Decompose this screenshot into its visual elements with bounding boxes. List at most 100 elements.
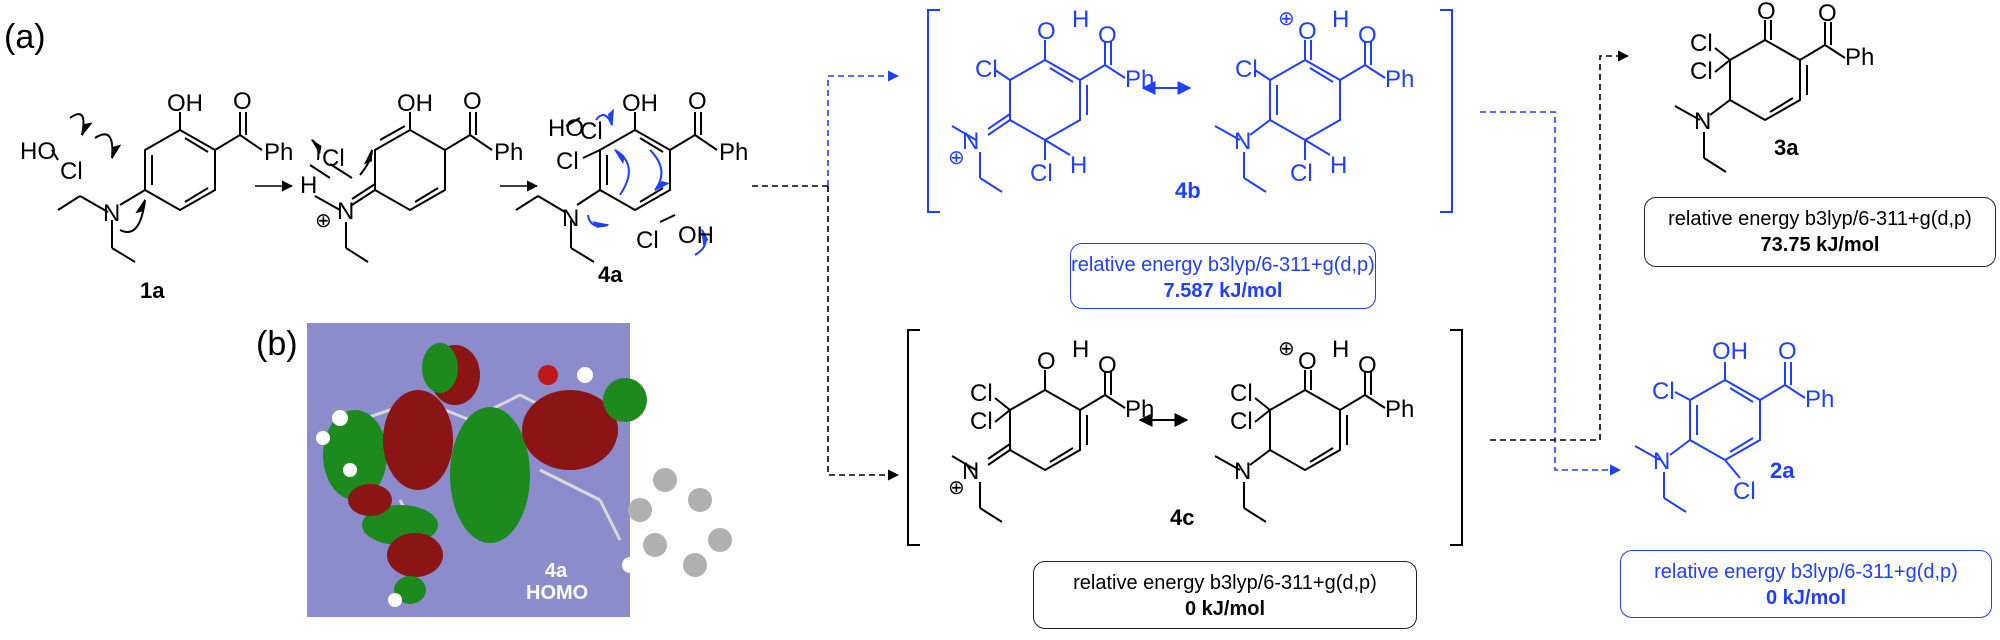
compound-label-3a: 3a	[1774, 135, 1799, 160]
atom-ph-4c-left: Ph	[1125, 396, 1155, 423]
atom-h2-4b-right: H	[1330, 152, 1348, 179]
atom-cl2-4b-right: Cl	[1290, 160, 1313, 187]
atom-cl2-4b-left: Cl	[1030, 160, 1053, 187]
atom-h-int: H	[300, 172, 318, 199]
atom-ph-4b-left: Ph	[1125, 66, 1155, 93]
energy-box-2a: relative energy b3lyp/6-311+g(d,p) 0 kJ/…	[1620, 550, 1992, 618]
atom-ho-4a: HO	[548, 115, 584, 142]
atom-cl-4c-left-1: Cl	[970, 380, 993, 407]
atom-h-4b-right: H	[1332, 6, 1350, 33]
compound-label-2a: 2a	[1770, 458, 1795, 483]
atom-cl-3a-1: Cl	[1690, 30, 1713, 57]
atom-n-1a: N	[103, 200, 121, 227]
compound-label-4c: 4c	[1170, 505, 1195, 530]
structure-4c-left	[951, 370, 1126, 523]
energy-box-3a-line1: relative energy b3lyp/6-311+g(d,p)	[1668, 208, 1972, 230]
atom-ph-4a: Ph	[719, 139, 749, 166]
atom-o-4a: O	[688, 88, 707, 115]
dashed-pathways-from-4a	[752, 70, 900, 481]
energy-box-3a-line2: 73.75 kJ/mol	[1760, 234, 1880, 256]
plus-4c-right: ⊕	[1278, 338, 1295, 360]
atom-cl-4b-right: Cl	[1235, 56, 1258, 83]
atom-o-4c-right: O	[1298, 348, 1317, 375]
atom-o2-4b-right: O	[1358, 22, 1377, 49]
atom-o2-4b-left: O	[1098, 22, 1117, 49]
atom-ho-1a: HO	[20, 138, 56, 165]
atom-o-4c-left: O	[1037, 348, 1056, 375]
atom-h-4c-left: H	[1072, 336, 1090, 363]
electron-pushing-arrows-4a	[587, 108, 709, 256]
atom-oh-int: OH	[397, 90, 433, 117]
energy-box-4b: relative energy b3lyp/6-311+g(d,p) 7.587…	[1070, 243, 1376, 309]
panel-label-b: (b)	[256, 325, 298, 363]
atom-ph-1a: Ph	[264, 139, 294, 166]
atom-oh-1a: OH	[167, 90, 203, 117]
atom-o-3a: O	[1757, 0, 1776, 25]
atom-ph-4c-right: Ph	[1385, 396, 1415, 423]
atom-n-2a: N	[1653, 448, 1671, 475]
plus-4b-left: ⊕	[948, 147, 965, 169]
plus-4b-right: ⊕	[1278, 8, 1295, 30]
orbital-label-line2: HOMO	[526, 582, 589, 604]
energy-box-2a-line2: 0 kJ/mol	[1765, 587, 1847, 609]
atom-cl-4c-right-1: Cl	[1230, 380, 1253, 407]
structure-4c-right	[1214, 370, 1386, 523]
atom-ph-3a: Ph	[1845, 44, 1875, 71]
atom-h2-4b-left: H	[1070, 152, 1088, 179]
atom-oh-4a-bottom: OH	[678, 222, 714, 249]
dashed-4b-to-2a	[1480, 111, 1622, 476]
energy-box-4c-line1: relative energy b3lyp/6-311+g(d,p)	[1073, 572, 1377, 594]
atom-cl-4b-left: Cl	[975, 56, 998, 83]
homo-orbital-image	[307, 323, 748, 617]
dashed-4c-to-3a	[1490, 50, 1630, 441]
energy-box-4c-line2: 0 kJ/mol	[1184, 598, 1266, 620]
atom-cl-4a-bottom: Cl	[636, 227, 659, 254]
atom-o-int: O	[463, 88, 482, 115]
atom-h-4b-left: H	[1072, 6, 1090, 33]
plus-int: ⊕	[315, 210, 332, 232]
atom-o2-4c-right: O	[1358, 352, 1377, 379]
atom-cl-4c-left-2: Cl	[970, 408, 993, 435]
bracket-4b	[927, 9, 1453, 213]
orbital-label-line1: 4a	[544, 560, 568, 582]
atom-h-4c-right: H	[1332, 336, 1350, 363]
atom-o-4b-left: O	[1037, 18, 1056, 45]
structure-4b-left	[951, 40, 1126, 193]
atom-n-4b-right: N	[1234, 128, 1252, 155]
atom-oh-4a: OH	[622, 90, 658, 117]
structure-intermediate	[309, 112, 493, 263]
energy-box-4b-line1: relative energy b3lyp/6-311+g(d,p)	[1071, 254, 1375, 276]
atom-n-3a: N	[1694, 108, 1712, 135]
structure-2a	[1634, 362, 1806, 513]
atom-n-4a: N	[562, 205, 580, 232]
atom-ph-4b-right: Ph	[1385, 66, 1415, 93]
energy-box-4b-line2: 7.587 kJ/mol	[1163, 280, 1283, 302]
plus-4c-left: ⊕	[948, 477, 965, 499]
atom-cl-1a: Cl	[60, 158, 83, 185]
atom-cl-4a-left: Cl	[556, 148, 579, 175]
structure-3a	[1674, 20, 1846, 173]
energy-box-2a-line1: relative energy b3lyp/6-311+g(d,p)	[1654, 561, 1958, 583]
atom-cl-4c-right-2: Cl	[1230, 408, 1253, 435]
structure-4b-right	[1214, 40, 1386, 193]
atom-cl-2a-bottom: Cl	[1733, 478, 1756, 505]
compound-label-4a: 4a	[598, 262, 623, 287]
atom-ph-2a: Ph	[1805, 386, 1835, 413]
energy-box-3a: relative energy b3lyp/6-311+g(d,p) 73.75…	[1644, 197, 1996, 267]
atom-cl-int: Cl	[322, 145, 345, 172]
atom-o2-4c-left: O	[1098, 352, 1117, 379]
atom-n-4c-left: N	[962, 458, 980, 485]
atom-cl-2a-top: Cl	[1652, 378, 1675, 405]
compound-label-4b: 4b	[1175, 178, 1201, 203]
orbital-label: 4a HOMO	[526, 560, 589, 604]
atom-o-4b-right: O	[1298, 18, 1317, 45]
structure-1a	[51, 112, 263, 263]
atom-o-2a: O	[1778, 338, 1797, 365]
atom-o2-3a: O	[1818, 0, 1837, 27]
atom-n-4b-left: N	[962, 128, 980, 155]
atom-ph-int: Ph	[494, 139, 524, 166]
compound-label-1a: 1a	[140, 278, 165, 303]
atom-n-4c-right: N	[1234, 458, 1252, 485]
bracket-4c	[907, 329, 1463, 546]
